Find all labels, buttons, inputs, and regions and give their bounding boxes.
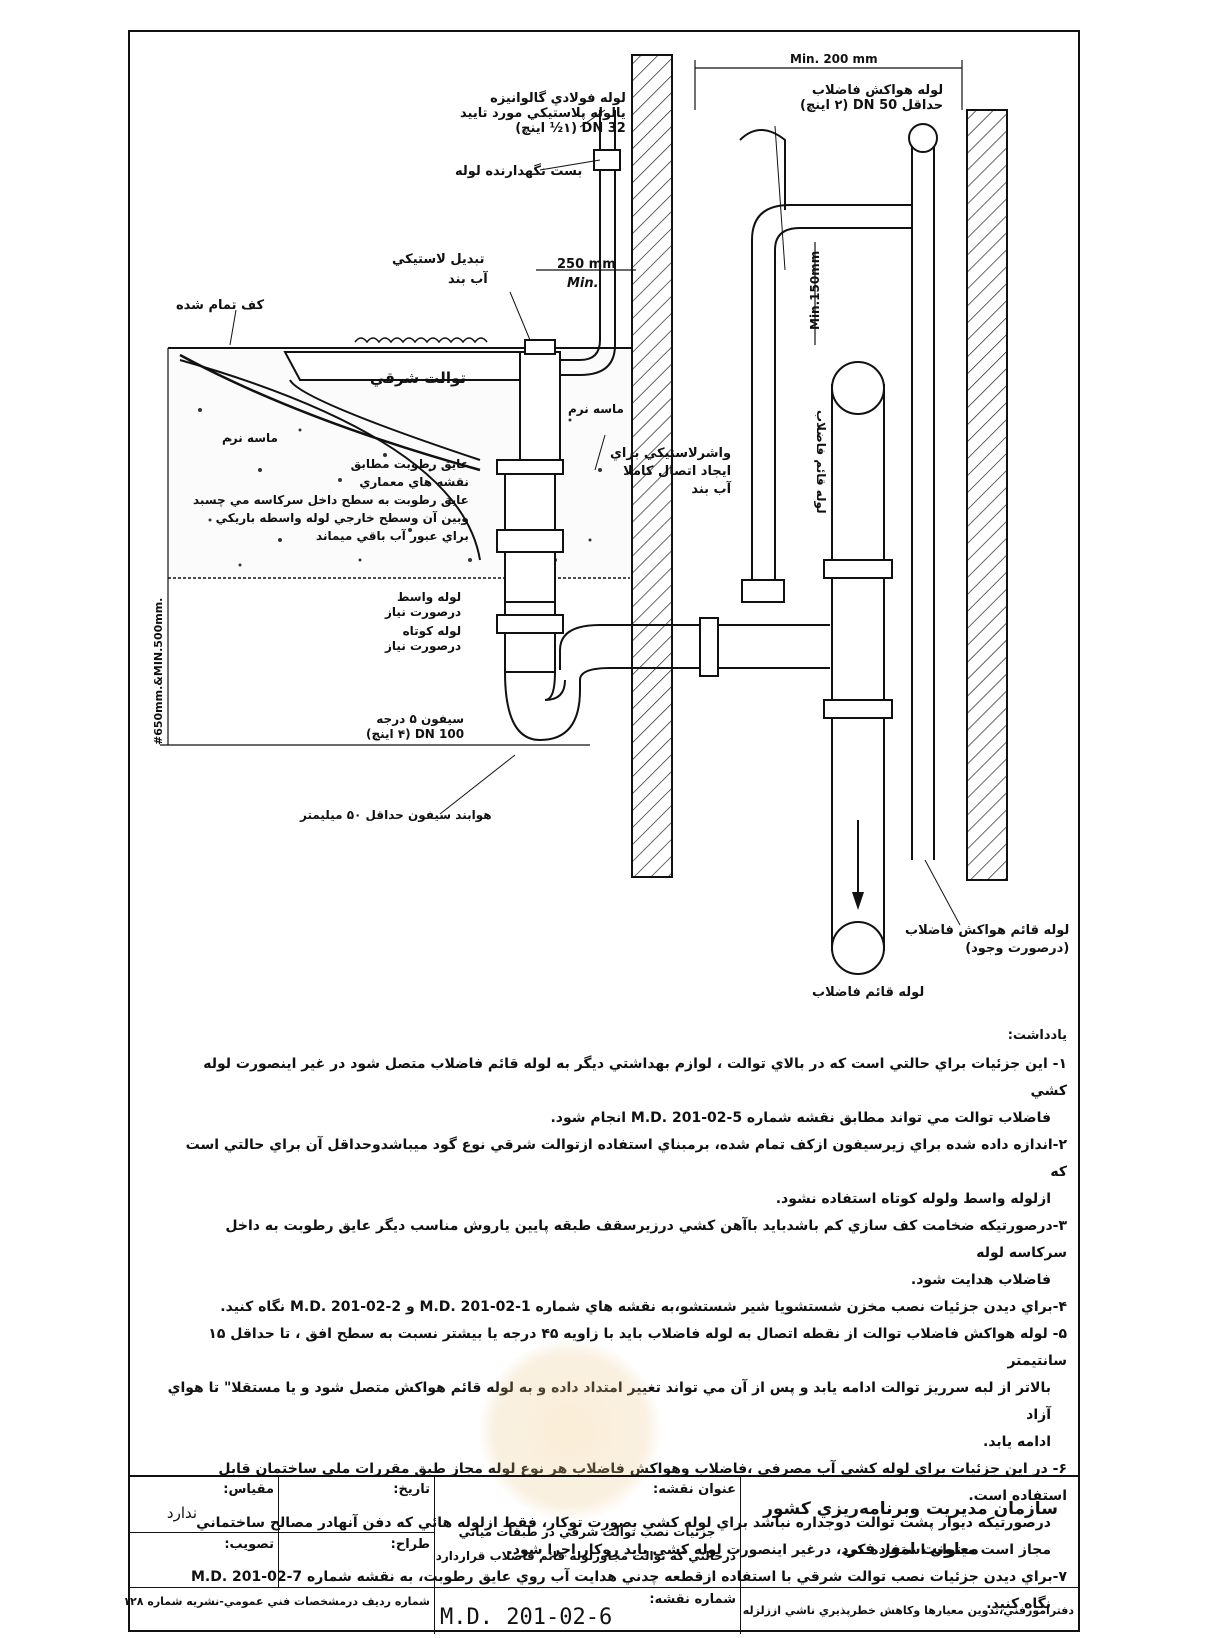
label-soft-sand-left: ماسه نرم: [222, 431, 278, 445]
title-line-1: جزئيات نصب توالت شرقي در طبقات مياني: [458, 1525, 716, 1539]
note-7: ۷-براي ديدن جزئيات نصب توالت شرقي با است…: [190, 1569, 1067, 1612]
label-dim-min150: Min.150mm: [808, 250, 822, 330]
spec-row: شماره رديف درمشخصات فني عمومي-نشريه شمار…: [123, 1595, 430, 1608]
pipe-clamp: [593, 149, 621, 171]
label-vent-pipe: لوله هواكش فاضلاب حداقل DN 50 (۲ اينچ): [800, 83, 944, 113]
drawing-no-label: شماره نقشه:: [649, 1592, 736, 1607]
vent-pipe: [751, 204, 890, 600]
left-wall: [631, 54, 673, 878]
label-soil-stack-bottom: لوله قائم فاضلاب: [812, 985, 925, 1000]
label-dim-min200: Min. 200 mm: [790, 52, 878, 66]
approval-label: تصويب:: [224, 1537, 274, 1552]
title-block: سازمان مديريت وبرنامه‌ريزي كشور معاونت ا…: [123, 1475, 1080, 1634]
date-label: تاريخ:: [393, 1482, 430, 1497]
label-siphon: سيفون ۵ درجه DN 100 (۴ اينچ): [366, 712, 465, 741]
label-plastic-adapter: تبديل لاستيكي: [392, 252, 485, 267]
label-pipe-clamp: بست نگهدارنده لوله: [455, 164, 583, 179]
title-line-2: درحالتي كه توالت مجاورلوله قائم فاضلاب ق…: [435, 1549, 736, 1563]
notes-section: يادداشت: ۱- اين جزئيات براي حالتي است كه…: [165, 1022, 1067, 1618]
sheet-border: [128, 30, 1080, 1632]
note-6: ۶- در اين جزئيات براي لوله كشي آب مصرفي …: [196, 1461, 1067, 1558]
label-dim-250: 250 mm: [557, 257, 616, 272]
short-pipe: [504, 601, 556, 673]
note-4: ۴-براي ديدن جزئيات نصب مخزن شستشويا شير …: [220, 1299, 1067, 1315]
label-vent-stack: لوله قائم هواكش فاضلاب (درصورت وجود): [905, 923, 1070, 956]
label-soft-sand-right: ماسه نرم: [568, 402, 624, 416]
p-trap: [504, 671, 581, 742]
label-middle-pipe: لوله واسط درصورت نياز: [385, 590, 462, 619]
label-rubber-washer: واشرلاستيكي براي ايجاد اتصال كاملا آب بن…: [610, 446, 732, 497]
notes-heading: يادداشت:: [1007, 1028, 1067, 1043]
designer-label: طراح:: [390, 1537, 430, 1552]
note-3: ۳-درصورتيكه ضخامت كف سازي كم باشدبايد با…: [225, 1218, 1067, 1288]
note-2: ۲-اندازه داده شده براي زيرسيفون ازكف تما…: [185, 1137, 1067, 1207]
org-office: دفترامورفني،تدوين معيارها وكاهش خطرپذيري…: [742, 1604, 1074, 1617]
label-moisture-insulation: عايق رطوبت مطابق نقشه هاي معماري عايق رط…: [193, 457, 469, 543]
note-1: ۱- اين جزئيات براي حالتي است كه در بالاي…: [203, 1056, 1067, 1126]
label-soil-stack-vertical: لوله قائم فاضلاب: [814, 410, 828, 514]
right-wall: [966, 109, 1008, 881]
label-water-seal: آب بند: [448, 272, 488, 287]
title-label: عنوان نقشه:: [653, 1482, 736, 1497]
label-finished-floor: كف تمام شده: [176, 298, 265, 313]
fill-aggregate: [198, 408, 602, 567]
org-name: سازمان مديريت وبرنامه‌ريزي كشور: [763, 1499, 1058, 1519]
scale-label: مقياس:: [223, 1482, 274, 1497]
note-5: ۵- لوله هواكش فاضلاب توالت از نقطه اتصال…: [167, 1326, 1067, 1450]
label-dim-height: #650mm.&MIN.500mm.: [152, 597, 165, 745]
label-galvanized-pipe: لوله فولادي گالوانيزه يالوله پلاستيكي مو…: [460, 91, 626, 136]
plumbing-detail-drawing: [160, 54, 1008, 975]
drawing-no: M.D. 201-02-6: [440, 1605, 613, 1630]
org-sub: معاونت امور فني: [842, 1539, 979, 1558]
label-short-pipe: لوله كوتاه درصورت نياز: [385, 624, 462, 653]
scale-value: ندارد: [166, 1504, 198, 1522]
label-trap-seal: هوابند سيفون حداقل ۵۰ ميليمتر: [300, 808, 492, 822]
label-eastern-toilet: توالت شرقي: [370, 369, 466, 387]
toilet-outlet: [519, 351, 561, 463]
label-dim-250-min: Min.: [567, 276, 599, 291]
